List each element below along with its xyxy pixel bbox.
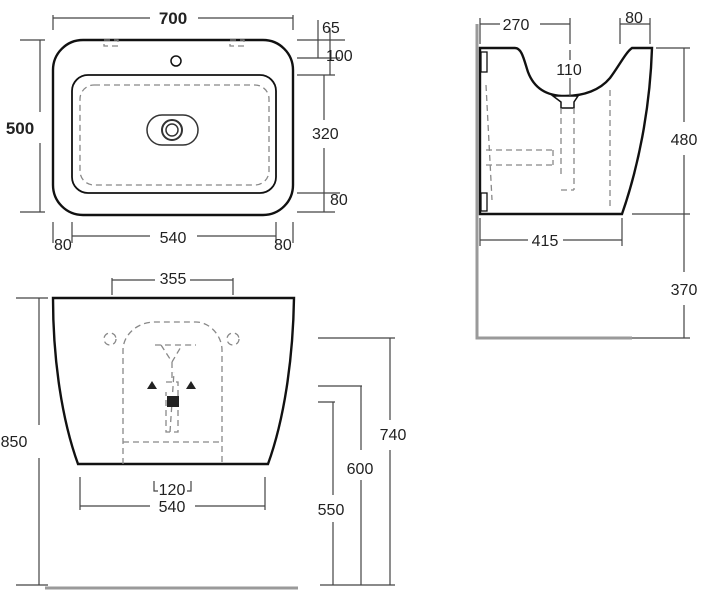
- bowl-height-label: 110: [556, 62, 582, 79]
- dim-line-top-depth: [479, 18, 651, 44]
- side-right-label: 80: [274, 237, 292, 254]
- side-view: 270 80 110 480 370 415: [475, 10, 698, 340]
- bowl-width-label: 540: [160, 230, 187, 247]
- fixing-hole-left: [103, 332, 117, 346]
- dim-line-bowl-depth: [297, 75, 340, 213]
- dim-line-base-width: [79, 477, 266, 510]
- side-siphon-dashed: [485, 84, 611, 208]
- dim-line-height: [632, 47, 690, 339]
- fixing-height-600: 600: [347, 461, 374, 478]
- supply-right: [186, 381, 196, 389]
- width-label: 700: [159, 9, 187, 28]
- side-body-outline: [478, 46, 654, 216]
- bowl-depth-label: 320: [312, 126, 339, 143]
- back-offset-label: 80: [625, 10, 643, 27]
- waste-outlet: [167, 396, 179, 407]
- drain-width-label: 120: [159, 482, 186, 499]
- dim-line-width: [52, 15, 294, 30]
- dim-line-top-width: [111, 278, 234, 295]
- side-left-label: 80: [54, 237, 72, 254]
- back-rim-label: 80: [330, 192, 348, 209]
- depth-label: 500: [6, 119, 34, 138]
- rim-inner-label: 100: [326, 48, 353, 65]
- top-view: 700 500 65 100 320 80 80 540 80: [6, 9, 353, 254]
- dim-line-total-height: [16, 297, 48, 586]
- front-interior-dashed: [122, 321, 223, 464]
- height-label: 480: [671, 132, 698, 149]
- front-view: 355 850 740 600 550 120 540: [1, 271, 407, 590]
- dim-line-rim: [297, 20, 345, 76]
- dim-line-depth: [20, 39, 45, 213]
- dim-line-drain-width: [153, 481, 192, 492]
- drain-hole: [165, 123, 179, 137]
- base-width-label: 540: [159, 499, 186, 516]
- rim-front-label: 65: [322, 20, 340, 37]
- fixing-height-740: 740: [380, 427, 407, 444]
- wall-line: [475, 24, 632, 340]
- top-width-label: 355: [160, 271, 187, 288]
- floor-gap-label: 370: [671, 282, 698, 299]
- bowl-dashed-inner: [79, 84, 270, 186]
- tap-hole: [170, 55, 182, 67]
- fixing-height-550: 550: [318, 502, 345, 519]
- base-depth-label: 415: [532, 233, 559, 250]
- fixing-hole-right: [226, 332, 240, 346]
- total-height-label: 850: [1, 434, 28, 451]
- side-back-slot-bottom: [480, 192, 488, 212]
- dim-line-base-depth: [479, 218, 623, 246]
- side-back-slot-top: [480, 51, 488, 73]
- dim-line-bottom: [52, 222, 294, 243]
- top-depth-label: 270: [503, 17, 530, 34]
- dim-line-fixing-heights: [318, 337, 395, 586]
- supply-left: [147, 381, 157, 389]
